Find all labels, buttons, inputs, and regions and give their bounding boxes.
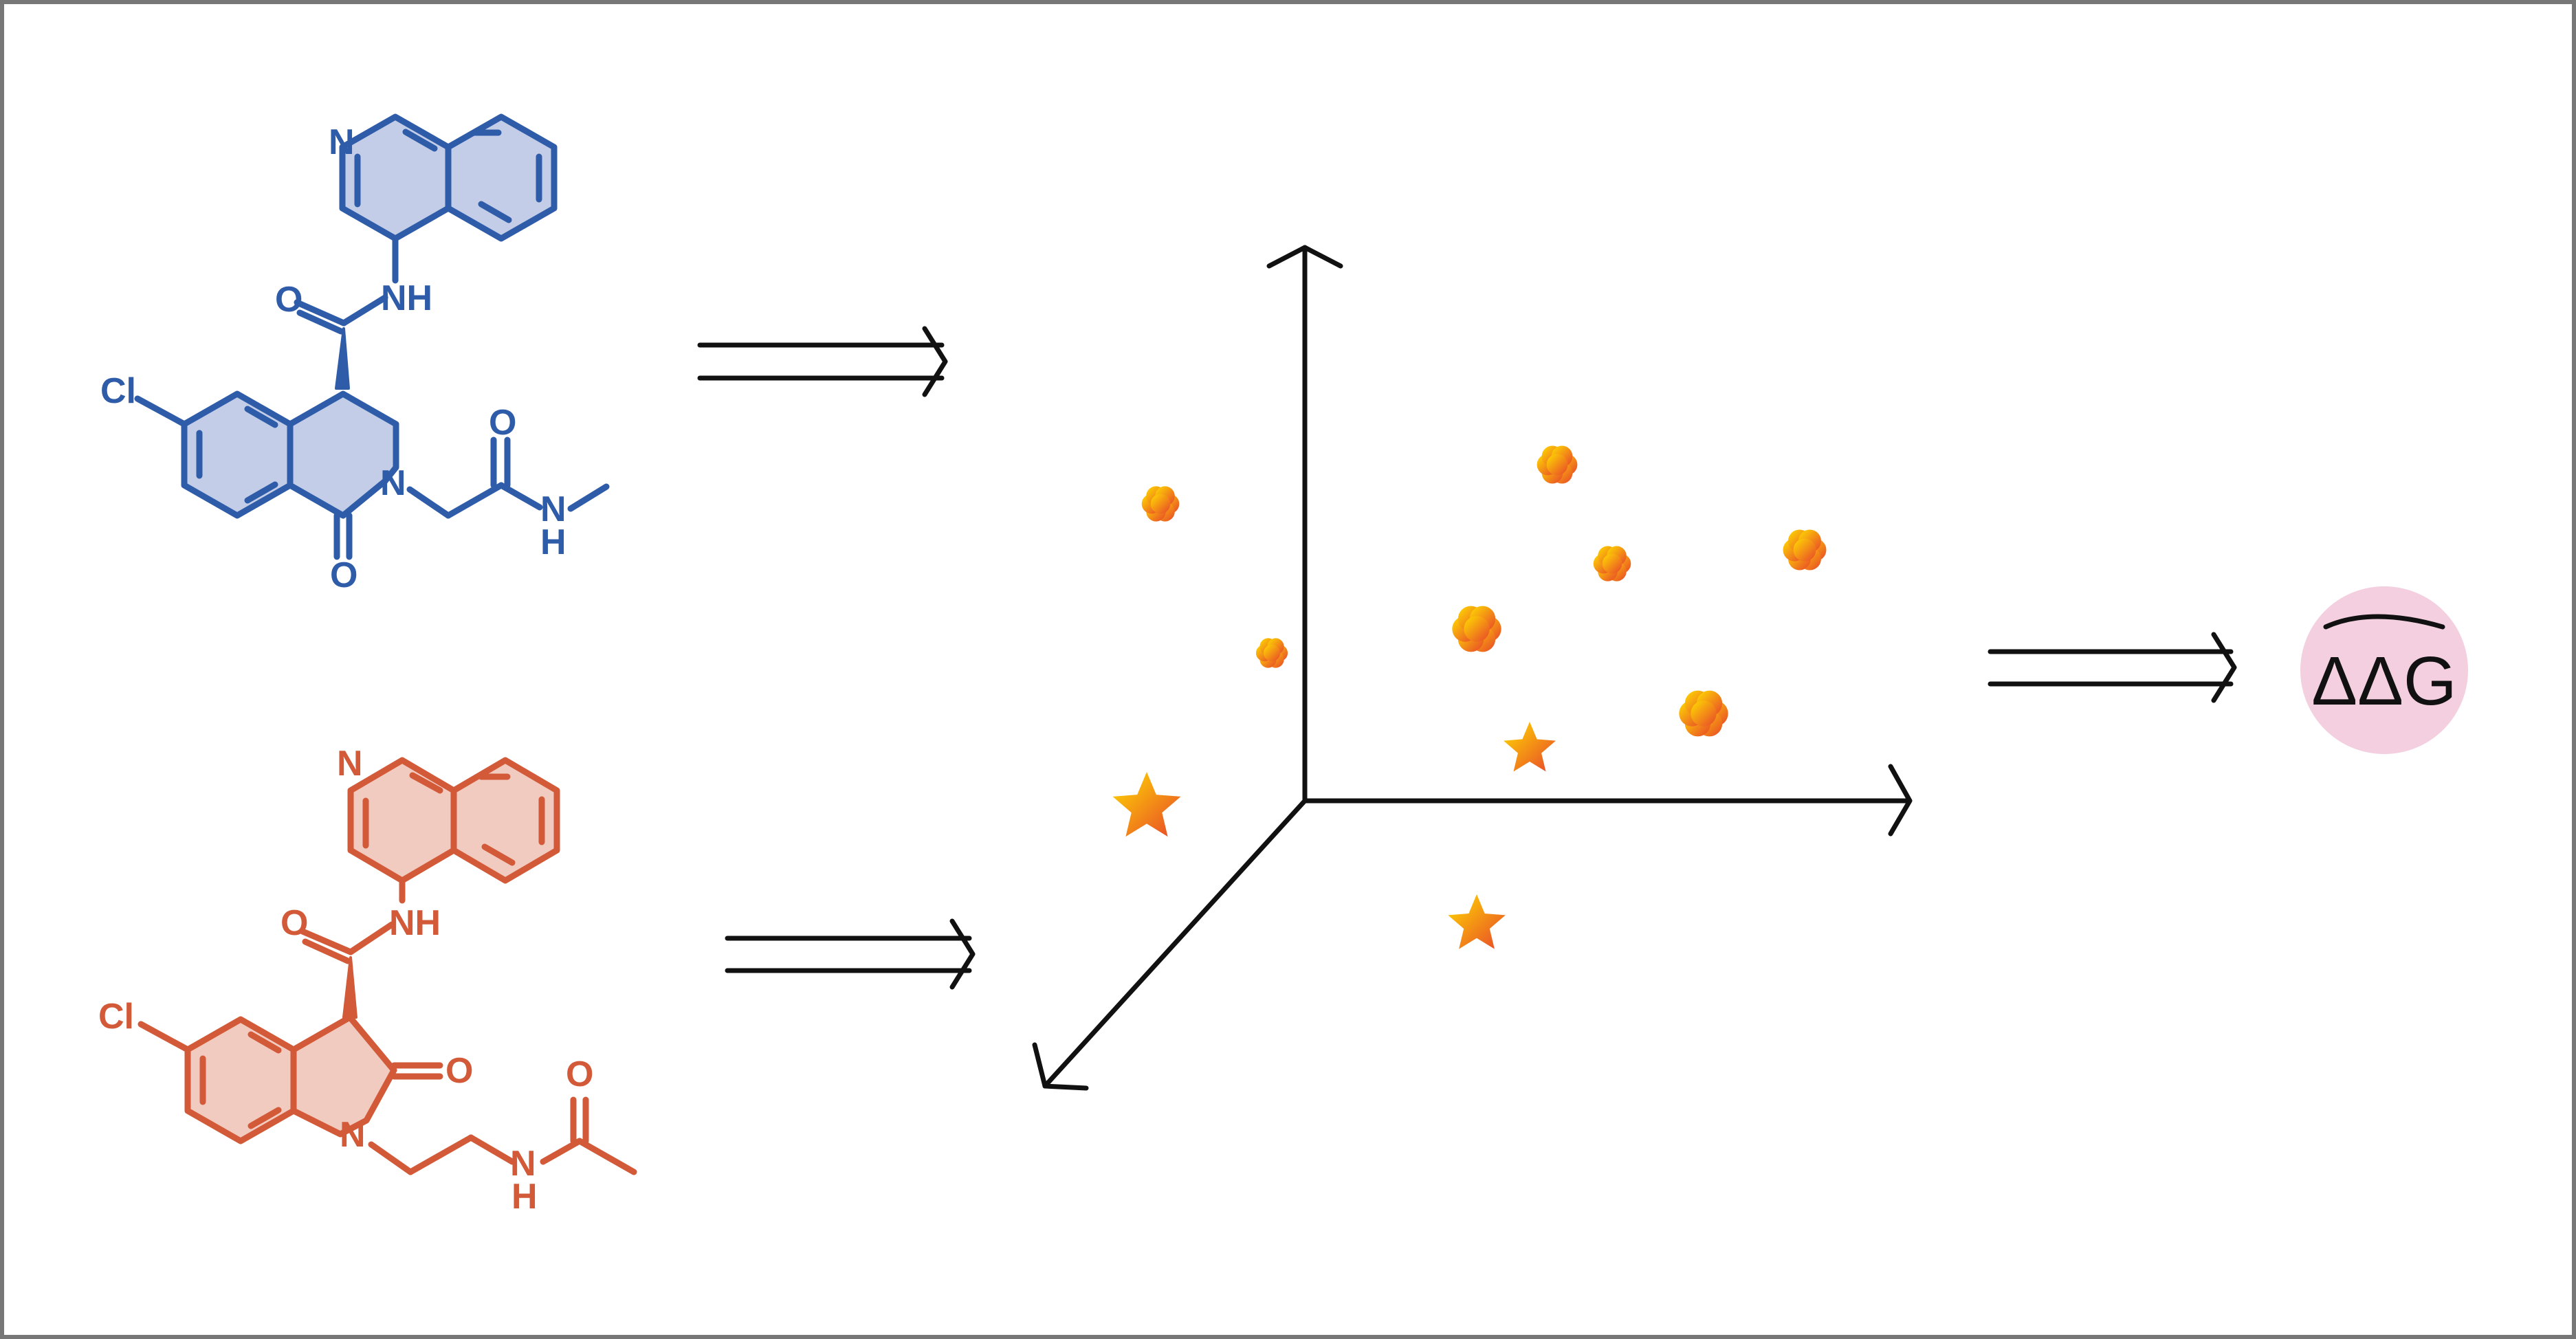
axis-depth	[1042, 798, 1308, 1089]
blue-ring-n2-label: N	[380, 463, 406, 503]
star-marker	[1112, 772, 1181, 837]
orange-indole-n-label: N	[340, 1115, 366, 1155]
ddg-label: ΔΔG	[2311, 643, 2456, 720]
orange-amide-nh-label: NH	[389, 903, 441, 943]
molecule-blue-labels: N O NH Cl N O O N H	[100, 122, 566, 595]
flower-marker	[1452, 606, 1501, 652]
blue-side-o-label: O	[489, 403, 516, 443]
blue-ring-n-label: N	[329, 122, 355, 162]
star-marker	[1504, 722, 1556, 772]
orange-ketone-o-label: O	[445, 1051, 473, 1091]
blue-lactam-ring	[287, 390, 399, 519]
orange-ring-n-label: N	[337, 744, 363, 784]
blue-amide-nh-label: NH	[381, 278, 432, 318]
flower-marker	[1141, 486, 1180, 522]
ddg-hat	[2323, 614, 2445, 630]
ddg-circle	[2300, 586, 2468, 754]
orange-lactam-ring	[290, 1014, 397, 1138]
orange-amide-o-label: O	[280, 903, 308, 943]
flower-marker	[1537, 445, 1578, 484]
molecule-orange-labels: N O NH Cl O N O N H	[98, 744, 593, 1217]
flower-marker	[1593, 546, 1631, 582]
flower-marker	[1679, 690, 1728, 737]
molecule-blue	[134, 113, 610, 560]
embedding-markers	[1112, 445, 1827, 949]
blue-cl-label: Cl	[100, 371, 136, 411]
arrow-orange-to-space	[725, 918, 976, 990]
blue-side-h-label: H	[540, 522, 566, 562]
flower-marker	[1255, 638, 1288, 668]
star-marker	[1448, 894, 1506, 949]
ddg-output: ΔΔG	[2300, 586, 2468, 754]
orange-benzo-ring	[450, 757, 560, 884]
orange-side-h-label: H	[511, 1177, 538, 1217]
blue-ring-o-label: O	[330, 555, 357, 595]
orange-side-n-label: N	[510, 1144, 536, 1184]
blue-side-n-label: N	[540, 489, 566, 529]
flower-marker	[1783, 529, 1827, 571]
orange-side-o-label: O	[566, 1054, 593, 1094]
arrow-space-to-output	[1988, 632, 2237, 703]
arrow-blue-to-space	[697, 326, 948, 397]
molecule-orange	[137, 757, 637, 1175]
embedding-axes	[1032, 245, 1913, 1091]
blue-amide-o-label: O	[275, 280, 302, 320]
orange-cl-label: Cl	[98, 997, 134, 1037]
blue-benzo-ring	[445, 113, 558, 242]
